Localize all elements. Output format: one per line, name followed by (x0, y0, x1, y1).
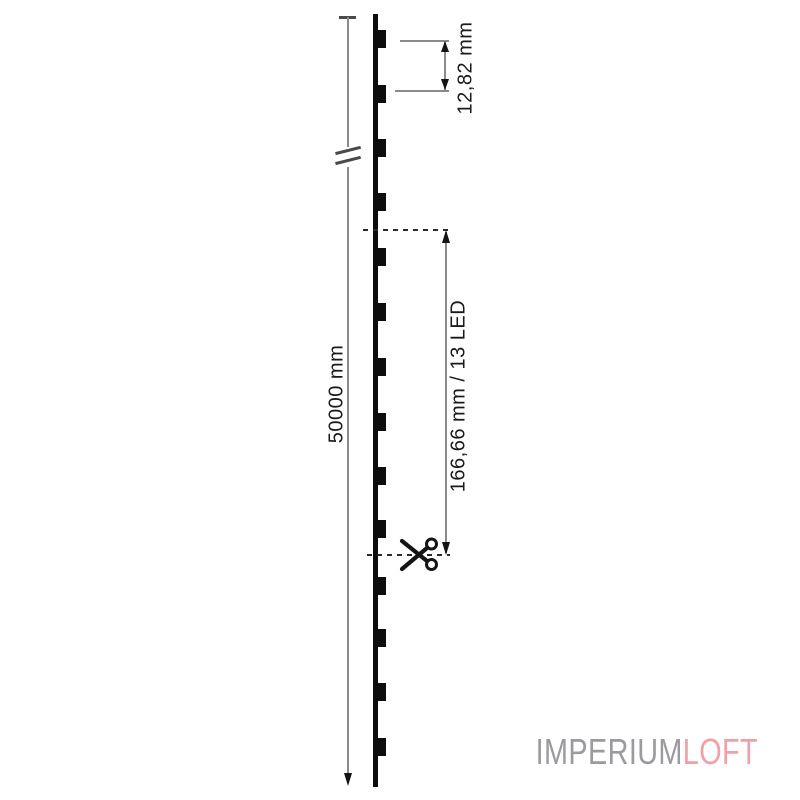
brand-logo: IMPERIUMLOFT (536, 731, 758, 773)
led-pitch-dimension-line (444, 41, 446, 90)
cut-line-dashed (367, 554, 450, 556)
led-chip (377, 683, 386, 701)
total-length-dimension-line (347, 17, 349, 147)
led-chip (377, 413, 386, 431)
scissors-icon (399, 537, 438, 572)
led-chip (377, 738, 386, 756)
led-chip (377, 520, 386, 538)
arrow-down-icon (441, 79, 449, 90)
led-strip-body (373, 14, 378, 787)
led-chip (377, 358, 386, 376)
led-chip (377, 248, 386, 266)
total-length-dimension-line (347, 167, 349, 774)
arrow-up-icon (441, 41, 449, 52)
led-chip (377, 629, 386, 647)
total-length-label: 50000 mm (325, 344, 348, 444)
cut-segment-dimension-line (445, 232, 447, 553)
extension-line (400, 40, 449, 42)
led-chip (377, 85, 386, 103)
cut-line-dashed (363, 229, 449, 231)
led-chip (377, 467, 386, 485)
extension-line (395, 90, 449, 92)
cut-length-label: 166,66 mm / 13 LED (447, 299, 470, 493)
logo-imperium: IMPERIUM (535, 731, 683, 772)
break-mark (335, 155, 361, 165)
led-chip (377, 30, 386, 48)
arrow-down-icon (441, 542, 450, 555)
led-chip (377, 577, 386, 595)
arrow-down-icon (343, 773, 352, 786)
arrow-up-icon (441, 230, 450, 243)
logo-loft: LOFT (682, 731, 758, 772)
led-chip (377, 193, 386, 211)
led-pitch-label: 12,82 mm (454, 21, 477, 115)
led-chip (377, 139, 386, 157)
break-mark (335, 145, 361, 155)
led-chip (377, 303, 386, 321)
